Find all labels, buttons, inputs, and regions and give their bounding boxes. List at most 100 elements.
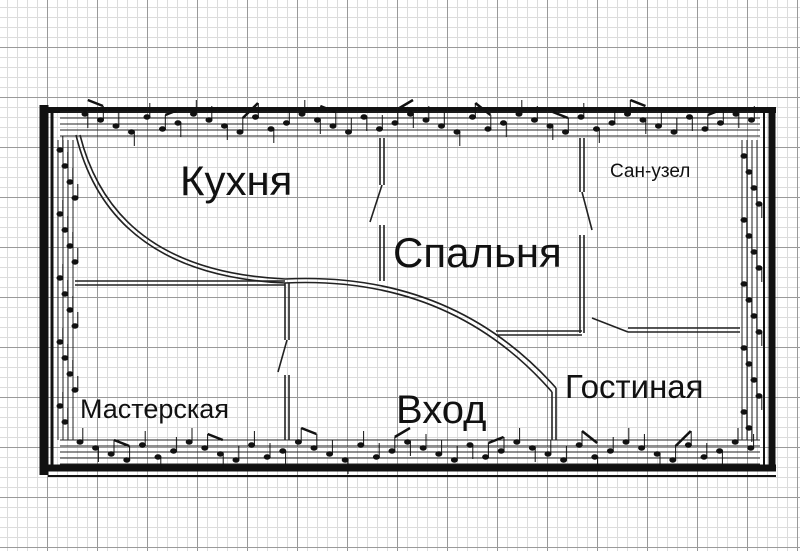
- music-note: [755, 265, 763, 271]
- music-note: [128, 129, 135, 135]
- music-note: [755, 393, 763, 399]
- music-note: [205, 117, 213, 123]
- music-note: [560, 457, 568, 463]
- music-note: [107, 451, 115, 457]
- music-note: [755, 201, 763, 207]
- music-note: [71, 387, 79, 393]
- music-note: [298, 111, 306, 117]
- music-note: [639, 117, 647, 123]
- music-note: [61, 419, 69, 425]
- music-note: [252, 114, 259, 120]
- music-note: [745, 361, 753, 367]
- music-note: [500, 120, 507, 126]
- music-note: [56, 147, 64, 153]
- music-note: [684, 442, 692, 448]
- music-note: [422, 117, 430, 123]
- music-note: [653, 451, 661, 457]
- note-beam: [164, 107, 181, 117]
- music-note: [513, 439, 521, 445]
- interior-walls: [75, 134, 740, 440]
- music-note: [466, 442, 474, 448]
- music-note: [748, 117, 755, 123]
- music-note: [267, 126, 275, 132]
- music-note: [407, 111, 414, 117]
- music-note: [700, 454, 708, 460]
- staff-border-left: [57, 140, 74, 440]
- music-note: [221, 123, 228, 129]
- music-note: [283, 120, 290, 126]
- music-note: [97, 117, 104, 123]
- music-note: [546, 123, 554, 129]
- music-note: [750, 185, 758, 191]
- room-label-kitchen: Кухня: [180, 157, 293, 204]
- note-beam: [207, 432, 224, 442]
- music-note: [61, 291, 69, 297]
- music-note: [622, 439, 630, 445]
- music-note: [123, 457, 131, 463]
- music-note: [232, 457, 240, 463]
- music-note: [750, 377, 758, 383]
- music-note: [655, 123, 662, 129]
- note-beam: [241, 102, 259, 119]
- music-note: [56, 275, 64, 281]
- music-note: [638, 445, 646, 451]
- music-note: [577, 114, 585, 120]
- music-note: [740, 281, 748, 287]
- note-beam: [581, 430, 598, 444]
- note-beam: [300, 426, 317, 436]
- music-note: [575, 442, 583, 448]
- staff-border-right: [741, 140, 758, 440]
- music-note: [92, 445, 100, 451]
- music-note: [701, 126, 709, 132]
- room-label-living-room: Гостиная: [565, 368, 704, 405]
- music-note: [606, 448, 614, 454]
- music-note: [56, 339, 64, 345]
- music-note: [528, 445, 536, 451]
- music-note: [56, 211, 64, 217]
- music-note: [624, 111, 631, 117]
- music-note: [591, 454, 599, 460]
- music-note: [190, 111, 197, 117]
- music-note: [61, 163, 69, 169]
- music-note: [71, 259, 79, 265]
- music-note: [740, 345, 748, 351]
- music-note: [388, 448, 396, 454]
- music-note: [745, 297, 753, 303]
- music-note: [360, 114, 368, 120]
- music-note: [310, 445, 318, 451]
- note-beam: [87, 98, 104, 108]
- music-note: [66, 307, 74, 313]
- music-notes-decoration: [56, 98, 763, 474]
- music-note: [484, 126, 492, 132]
- music-note: [326, 451, 334, 457]
- music-note: [745, 169, 753, 175]
- music-note: [66, 371, 74, 377]
- music-note: [750, 249, 758, 255]
- music-note: [71, 195, 79, 201]
- music-note: [201, 445, 209, 451]
- music-note: [608, 120, 616, 126]
- music-note: [453, 129, 461, 135]
- music-note: [732, 111, 740, 117]
- note-beam: [552, 110, 569, 120]
- music-note: [294, 439, 302, 445]
- music-note: [263, 454, 271, 460]
- note-beam: [674, 430, 692, 447]
- music-note: [61, 355, 69, 361]
- room-label-bathroom: Сан-узел: [610, 161, 691, 182]
- music-note: [329, 123, 337, 129]
- music-note: [745, 233, 753, 239]
- music-note: [562, 129, 569, 135]
- music-note: [469, 114, 476, 120]
- music-note: [216, 451, 224, 457]
- music-note: [170, 448, 178, 454]
- music-note: [391, 120, 399, 126]
- music-note: [745, 425, 753, 431]
- music-note: [740, 153, 748, 159]
- music-note: [750, 313, 758, 319]
- music-note: [531, 117, 538, 123]
- music-note: [593, 126, 600, 132]
- music-note: [357, 442, 365, 448]
- music-note: [248, 442, 256, 448]
